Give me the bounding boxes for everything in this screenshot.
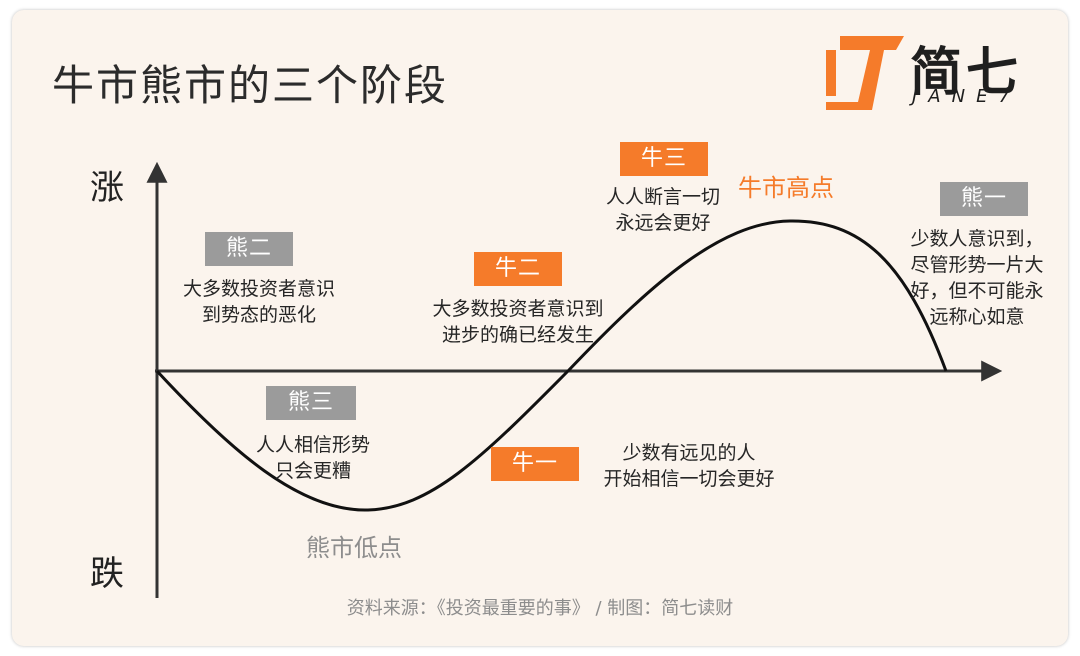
- desc-bear-three: 人人相信形势 只会更糟: [255, 434, 370, 482]
- logo-name-en: JANE7: [912, 86, 1021, 107]
- market-cycle-curve: [155, 219, 948, 512]
- jane7-logo-icon: [826, 36, 904, 110]
- desc-bull-two: 大多数投资者意识到 进步的确已经发生: [432, 298, 604, 346]
- logo-name-cn: 简七: [910, 43, 1023, 103]
- axis-up-label: 涨: [90, 168, 124, 208]
- badge-bear-two: 熊二: [205, 232, 293, 266]
- peak-label: 牛市高点: [738, 174, 834, 202]
- page-title: 牛市熊市的三个阶段: [52, 61, 449, 110]
- source-caption: 资料来源：《投资最重要的事》 / 制图：简七读财: [346, 598, 734, 619]
- desc-bear-one: 少数人意识到， 尽管形势一片大 好，但不可能永 远称心如意: [910, 228, 1044, 328]
- trough-label: 熊市低点: [306, 534, 402, 562]
- axis-down-label: 跌: [90, 554, 124, 594]
- badge-bull-two: 牛二: [474, 252, 562, 286]
- desc-bull-one: 少数有远见的人 开始相信一切会更好: [603, 442, 775, 490]
- desc-bull-three: 人人断言一切 永远会更好: [605, 186, 720, 234]
- badge-bull-three: 牛三: [620, 142, 708, 176]
- diagram-card: [12, 10, 1068, 646]
- badge-bear-one: 熊一: [940, 182, 1028, 216]
- desc-bear-two: 大多数投资者意识 到势态的恶化: [182, 278, 335, 326]
- badge-bull-one: 牛一: [491, 447, 579, 481]
- badge-bear-three: 熊三: [266, 386, 356, 420]
